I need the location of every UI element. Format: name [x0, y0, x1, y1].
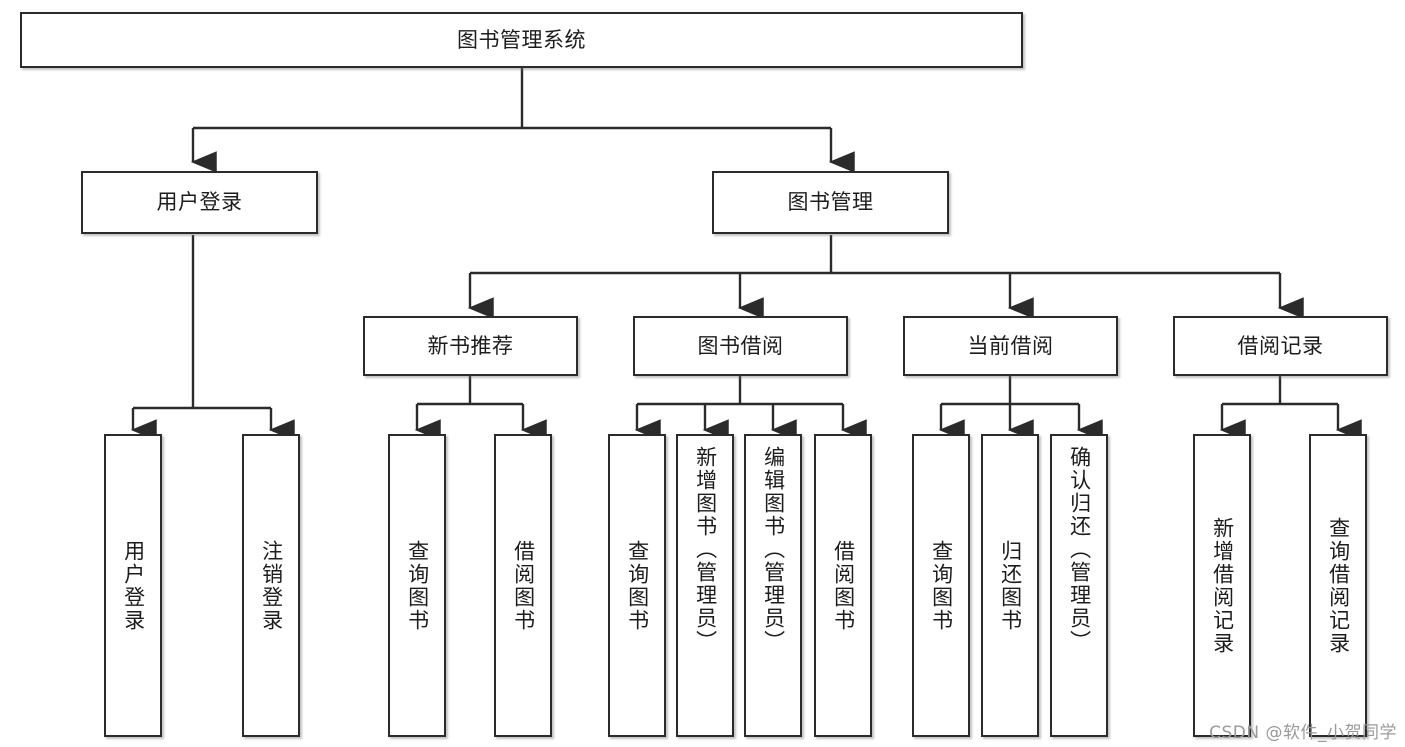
node-label: 图书借阅 — [697, 333, 784, 358]
node-label: 借阅图书 — [831, 539, 856, 632]
node-current-borrow[interactable]: 当前借阅 — [903, 316, 1118, 376]
leaf-book-borrow-borrow-book[interactable]: 借阅图书 — [814, 434, 872, 737]
leaf-user-login-logout[interactable]: 注销登录 — [242, 434, 300, 737]
node-new-book-recommend[interactable]: 新书推荐 — [363, 316, 578, 376]
node-label: 查询借阅记录 — [1326, 516, 1351, 655]
node-user-login[interactable]: 用户登录 — [81, 171, 318, 234]
node-label: 图书管理系统 — [457, 27, 586, 52]
node-label: 借阅记录 — [1237, 333, 1324, 358]
leaf-book-borrow-edit-book-admin[interactable]: 编辑图书（管理员） — [744, 434, 802, 737]
leaf-user-login-login[interactable]: 用户登录 — [104, 434, 162, 737]
leaf-new-book-borrow-book[interactable]: 借阅图书 — [494, 434, 552, 737]
node-root-book-management-system[interactable]: 图书管理系统 — [20, 12, 1023, 68]
leaf-borrow-record-query-record[interactable]: 查询借阅记录 — [1309, 434, 1367, 737]
node-label: 查询图书 — [625, 539, 650, 632]
leaf-current-borrow-query-book[interactable]: 查询图书 — [912, 434, 970, 737]
node-label: 归还图书 — [998, 539, 1023, 632]
leaf-book-borrow-query-book[interactable]: 查询图书 — [608, 434, 666, 737]
leaf-current-borrow-return-book[interactable]: 归还图书 — [981, 434, 1039, 737]
node-label: 确认归还（管理员） — [1067, 446, 1092, 653]
node-label: 用户登录 — [121, 539, 146, 632]
node-label: 注销登录 — [259, 539, 284, 632]
node-book-borrow[interactable]: 图书借阅 — [633, 316, 848, 376]
node-label: 新增图书（管理员） — [693, 446, 718, 653]
node-borrow-record[interactable]: 借阅记录 — [1173, 316, 1388, 376]
csdn-watermark: CSDN @软件_小贺同学 — [1209, 723, 1397, 743]
leaf-new-book-query-book[interactable]: 查询图书 — [388, 434, 446, 737]
node-book-management[interactable]: 图书管理 — [712, 171, 949, 234]
leaf-borrow-record-add-record[interactable]: 新增借阅记录 — [1193, 434, 1251, 737]
node-label: 查询图书 — [405, 539, 430, 632]
node-label: 借阅图书 — [511, 539, 536, 632]
node-label: 图书管理 — [787, 190, 874, 215]
node-label: 新书推荐 — [427, 333, 514, 358]
node-label: 当前借阅 — [967, 333, 1054, 358]
node-label: 新增借阅记录 — [1210, 516, 1235, 655]
node-label: 编辑图书（管理员） — [761, 446, 786, 653]
leaf-current-borrow-confirm-return-admin[interactable]: 确认归还（管理员） — [1050, 434, 1108, 737]
node-label: 用户登录 — [156, 190, 243, 215]
leaf-book-borrow-add-book-admin[interactable]: 新增图书（管理员） — [676, 434, 734, 737]
node-label: 查询图书 — [929, 539, 954, 632]
